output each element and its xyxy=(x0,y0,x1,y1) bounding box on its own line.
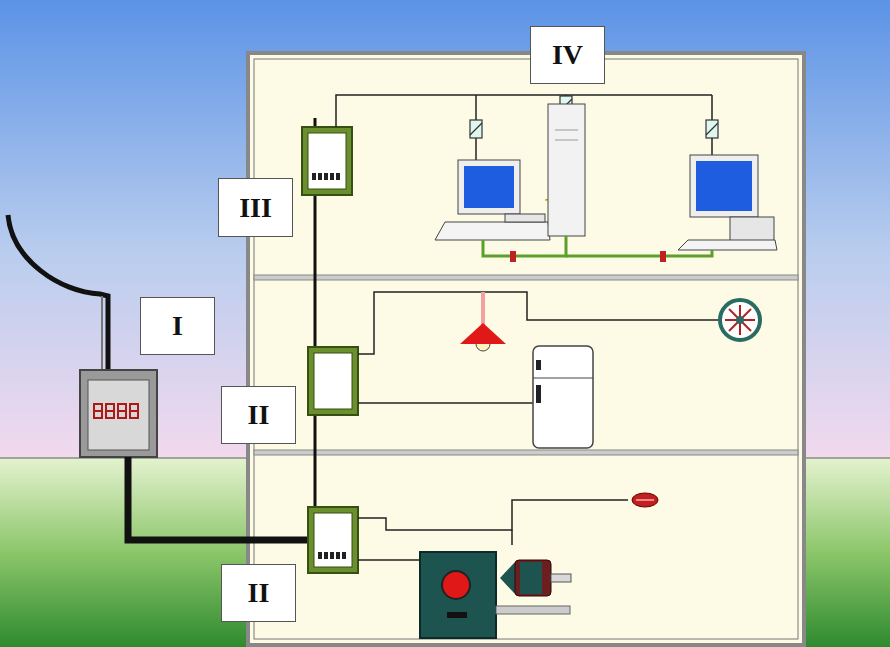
it-wiring xyxy=(336,95,712,168)
meter-box xyxy=(80,370,157,457)
house-inner xyxy=(254,59,798,639)
network-filter xyxy=(660,251,666,262)
label-box: IV xyxy=(530,26,605,84)
label-box: III xyxy=(218,178,293,237)
server-tower xyxy=(548,104,585,236)
socket xyxy=(636,499,654,501)
panel-top xyxy=(302,127,352,195)
lamp-cord xyxy=(481,292,485,325)
lamp xyxy=(460,323,506,344)
socket xyxy=(632,493,658,507)
zone-label: III xyxy=(239,192,272,224)
meter-digits xyxy=(94,404,138,418)
floor-slab xyxy=(254,275,798,280)
label-box: II xyxy=(221,386,296,444)
network-cable xyxy=(483,236,712,256)
zone-label: I xyxy=(172,310,183,342)
network-filter xyxy=(510,251,516,262)
surge-protector xyxy=(470,96,718,138)
motor xyxy=(500,560,571,596)
panel-middle xyxy=(308,347,358,415)
computer-right xyxy=(678,155,777,250)
machine xyxy=(420,552,570,638)
zone-label: II xyxy=(248,399,270,431)
zone-label: II xyxy=(248,577,270,609)
supply-cable xyxy=(101,296,103,372)
label-box: II xyxy=(221,564,296,622)
house-wall xyxy=(248,53,804,645)
supply-cable xyxy=(8,215,108,372)
fridge xyxy=(533,346,593,448)
meter-face xyxy=(88,380,149,450)
computer-left xyxy=(435,160,555,240)
panel-bottom xyxy=(308,507,358,573)
zone-label: IV xyxy=(552,39,583,71)
service-cable xyxy=(128,457,310,540)
floor-slab xyxy=(254,450,798,455)
label-box: I xyxy=(140,297,215,355)
fan xyxy=(720,300,760,340)
lamp-bulb xyxy=(476,344,490,351)
